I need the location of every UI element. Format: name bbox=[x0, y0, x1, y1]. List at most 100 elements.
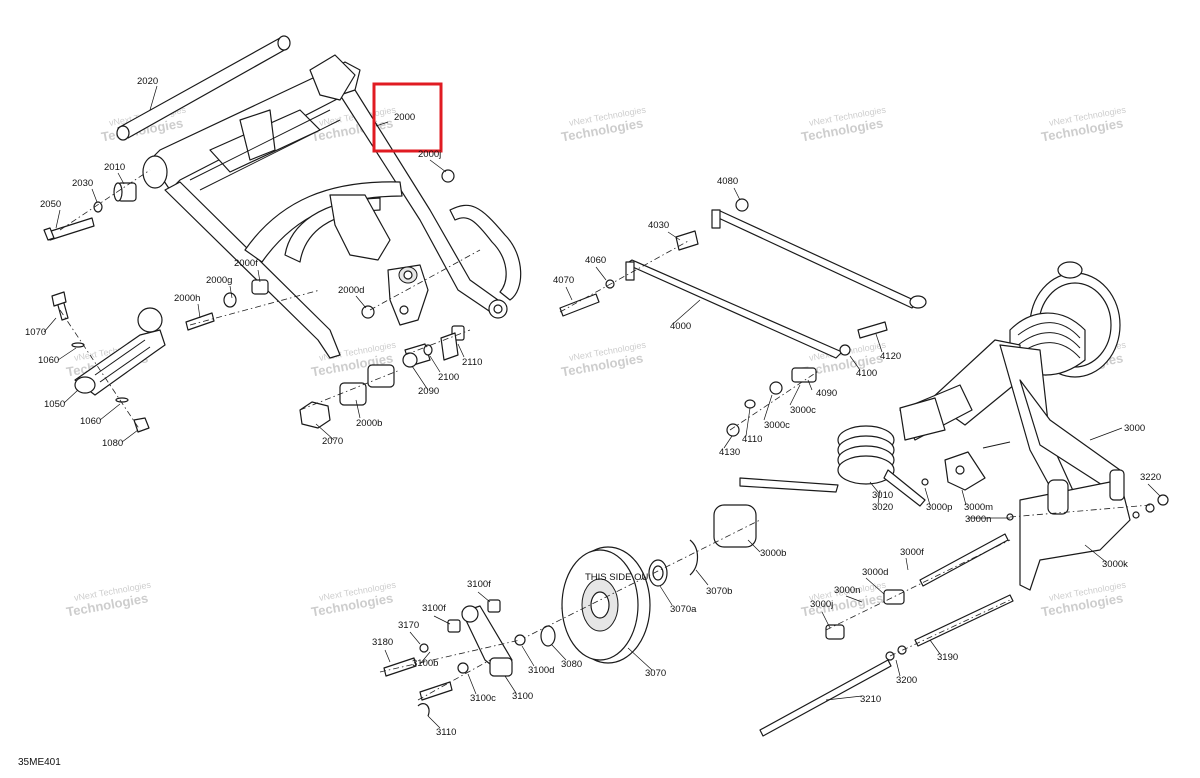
part-label-3000n2[interactable]: 3000n bbox=[834, 585, 860, 596]
leader-1060 bbox=[57, 347, 77, 361]
leader-3100b bbox=[419, 651, 431, 665]
leader-3000k bbox=[1084, 544, 1107, 563]
part-label-3000n[interactable]: 3000n bbox=[965, 514, 991, 525]
part-label-2020[interactable]: 2020 bbox=[137, 76, 158, 87]
part-label-4030[interactable]: 4030 bbox=[648, 220, 669, 231]
part-label-4120[interactable]: 4120 bbox=[880, 351, 901, 362]
part-label-3070[interactable]: 3070 bbox=[645, 668, 666, 679]
leader-2000b bbox=[355, 399, 361, 419]
part-label-3000j[interactable]: 3000j bbox=[810, 599, 833, 610]
part-label-3070b[interactable]: 3070b bbox=[706, 586, 732, 597]
part-label-3000c2[interactable]: 3000c bbox=[764, 420, 790, 431]
front-arm-hardware bbox=[43, 169, 465, 429]
part-label-3020[interactable]: 3020 bbox=[872, 502, 893, 513]
leader-3190 bbox=[929, 639, 941, 655]
part-label-2000g[interactable]: 2000g bbox=[206, 275, 232, 286]
leader-3100d bbox=[521, 645, 535, 667]
part-label-3100b[interactable]: 3100b bbox=[412, 658, 438, 669]
part-label-2100[interactable]: 2100 bbox=[438, 372, 459, 383]
part-label-2000b[interactable]: 2000b bbox=[356, 418, 382, 429]
part-label-1060b[interactable]: 1060 bbox=[80, 416, 101, 427]
part-label-2000h[interactable]: 2000h bbox=[174, 293, 200, 304]
leader-lines bbox=[43, 85, 1161, 729]
part-label-3010[interactable]: 3010 bbox=[872, 490, 893, 501]
part-label-3200[interactable]: 3200 bbox=[896, 675, 917, 686]
part-label-3100d[interactable]: 3100d bbox=[528, 665, 554, 676]
part-label-1060[interactable]: 1060 bbox=[38, 355, 59, 366]
leader-2100 bbox=[429, 355, 441, 373]
leader-3000d bbox=[865, 577, 885, 595]
part-label-3110[interactable]: 3110 bbox=[436, 727, 456, 738]
leader-3010 bbox=[869, 481, 879, 493]
part-label-4090[interactable]: 4090 bbox=[816, 388, 837, 399]
part-label-4100[interactable]: 4100 bbox=[856, 368, 877, 379]
part-label-3100f[interactable]: 3100f bbox=[467, 579, 491, 590]
leader-3000f bbox=[905, 557, 909, 571]
part-label-4110[interactable]: 4110 bbox=[742, 434, 762, 445]
part-label-1080[interactable]: 1080 bbox=[102, 438, 123, 449]
part-label-3210[interactable]: 3210 bbox=[860, 694, 881, 705]
idler-wheel-assembly: THIS SIDE OUT bbox=[519, 504, 761, 664]
part-label-3190[interactable]: 3190 bbox=[937, 652, 958, 663]
leader-3000m bbox=[961, 489, 967, 506]
leader-2010 bbox=[117, 172, 125, 185]
part-label-2000f[interactable]: 2000f bbox=[234, 258, 258, 269]
part-label-1070[interactable]: 1070 bbox=[25, 327, 46, 338]
part-label-1050[interactable]: 1050 bbox=[44, 399, 65, 410]
part-label-3000k[interactable]: 3000k bbox=[1102, 559, 1128, 570]
ring-3080 bbox=[540, 625, 556, 647]
part-label-4080[interactable]: 4080 bbox=[717, 176, 738, 187]
part-label-3100[interactable]: 3100 bbox=[512, 691, 533, 702]
leader-1080 bbox=[121, 429, 139, 443]
leader-4130 bbox=[723, 435, 733, 449]
part-label-4070[interactable]: 4070 bbox=[553, 275, 574, 286]
part-label-2050[interactable]: 2050 bbox=[40, 199, 61, 210]
part-label-3180[interactable]: 3180 bbox=[372, 637, 393, 648]
shaft-2020 bbox=[116, 35, 291, 141]
leader-2090 bbox=[411, 365, 429, 391]
part-label-2090[interactable]: 2090 bbox=[418, 386, 439, 397]
part-label-2000j[interactable]: 2000j bbox=[418, 149, 441, 160]
part-label-4130[interactable]: 4130 bbox=[719, 447, 740, 458]
part-label-3070a[interactable]: 3070a bbox=[670, 604, 697, 615]
part-label-2070[interactable]: 2070 bbox=[322, 436, 343, 447]
part-label-4060[interactable]: 4060 bbox=[585, 255, 606, 266]
leader-3000c bbox=[789, 384, 801, 406]
part-label-3100f2[interactable]: 3100f bbox=[422, 603, 446, 614]
leader-2020 bbox=[149, 85, 158, 111]
part-label-3000m[interactable]: 3000m bbox=[964, 502, 993, 513]
part-label-3080[interactable]: 3080 bbox=[561, 659, 582, 670]
part-label-4000[interactable]: 4000 bbox=[670, 321, 691, 332]
leader-4060 bbox=[595, 266, 607, 281]
lower-link-assembly bbox=[379, 599, 526, 717]
leader-2000g bbox=[229, 285, 233, 299]
leader-1060b bbox=[99, 403, 121, 421]
part-label-3000b[interactable]: 3000b bbox=[760, 548, 786, 559]
front-arm-assembly bbox=[43, 35, 522, 433]
part-label-2010[interactable]: 2010 bbox=[104, 162, 125, 173]
part-label-3000c[interactable]: 3000c bbox=[790, 405, 816, 416]
leader-3000j bbox=[821, 611, 831, 629]
part-label-2000[interactable]: 2000 bbox=[394, 112, 415, 123]
steering-link-1050 bbox=[51, 291, 166, 433]
part-label-2110[interactable]: 2110 bbox=[462, 357, 482, 368]
part-label-2030[interactable]: 2030 bbox=[72, 178, 93, 189]
rear-arm-frame-3000 bbox=[899, 339, 1131, 591]
leader-2000d bbox=[355, 295, 367, 309]
part-label-3000p[interactable]: 3000p bbox=[926, 502, 952, 513]
part-label-3000f[interactable]: 3000f bbox=[900, 547, 924, 558]
part-label-3170[interactable]: 3170 bbox=[398, 620, 419, 631]
part-label-2000d[interactable]: 2000d bbox=[338, 285, 364, 296]
tie-rod-assembly bbox=[559, 198, 927, 437]
bracket-2000d bbox=[387, 264, 429, 326]
part-label-3000d[interactable]: 3000d bbox=[862, 567, 888, 578]
part-label-3000[interactable]: 3000 bbox=[1124, 423, 1145, 434]
leader-3200 bbox=[895, 659, 901, 677]
part-label-3100c[interactable]: 3100c bbox=[470, 693, 496, 704]
part-label-3220[interactable]: 3220 bbox=[1140, 472, 1161, 483]
